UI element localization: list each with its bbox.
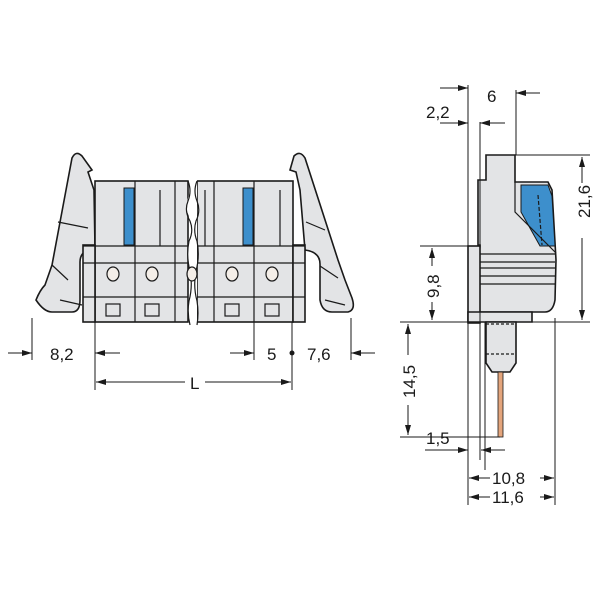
dim-base-height: 9,8 <box>424 274 443 298</box>
housing-left <box>94 180 189 323</box>
dim-left-latch: 8,2 <box>50 345 74 364</box>
dim-length: L <box>190 374 199 393</box>
pin-housing <box>485 321 517 373</box>
dim-offset: 2,2 <box>426 103 450 122</box>
dim-right-latch: 7,6 <box>307 345 331 364</box>
solder-pin <box>497 371 504 438</box>
wire-entry-holes <box>106 266 279 282</box>
right-latch <box>289 152 355 313</box>
dim-pitch: 5 <box>267 345 276 364</box>
left-latch <box>35 152 96 313</box>
dim-top-width: 6 <box>487 87 496 106</box>
release-button <box>242 187 254 246</box>
front-view: 8,2 5 7,6 L <box>8 152 375 393</box>
release-button-side <box>520 184 556 247</box>
release-button <box>123 187 135 246</box>
test-slots <box>105 303 280 317</box>
dim-pin-length: 14,5 <box>400 365 419 398</box>
dim-depth: 10,8 <box>492 469 525 488</box>
dim-total-depth: 11,6 <box>492 488 524 507</box>
side-view: 6 2,2 21,6 9,8 14,5 1,5 10,8 11,6 <box>400 85 594 507</box>
dim-pin-offset: 1,5 <box>426 429 450 448</box>
dim-height: 21,6 <box>575 185 594 218</box>
